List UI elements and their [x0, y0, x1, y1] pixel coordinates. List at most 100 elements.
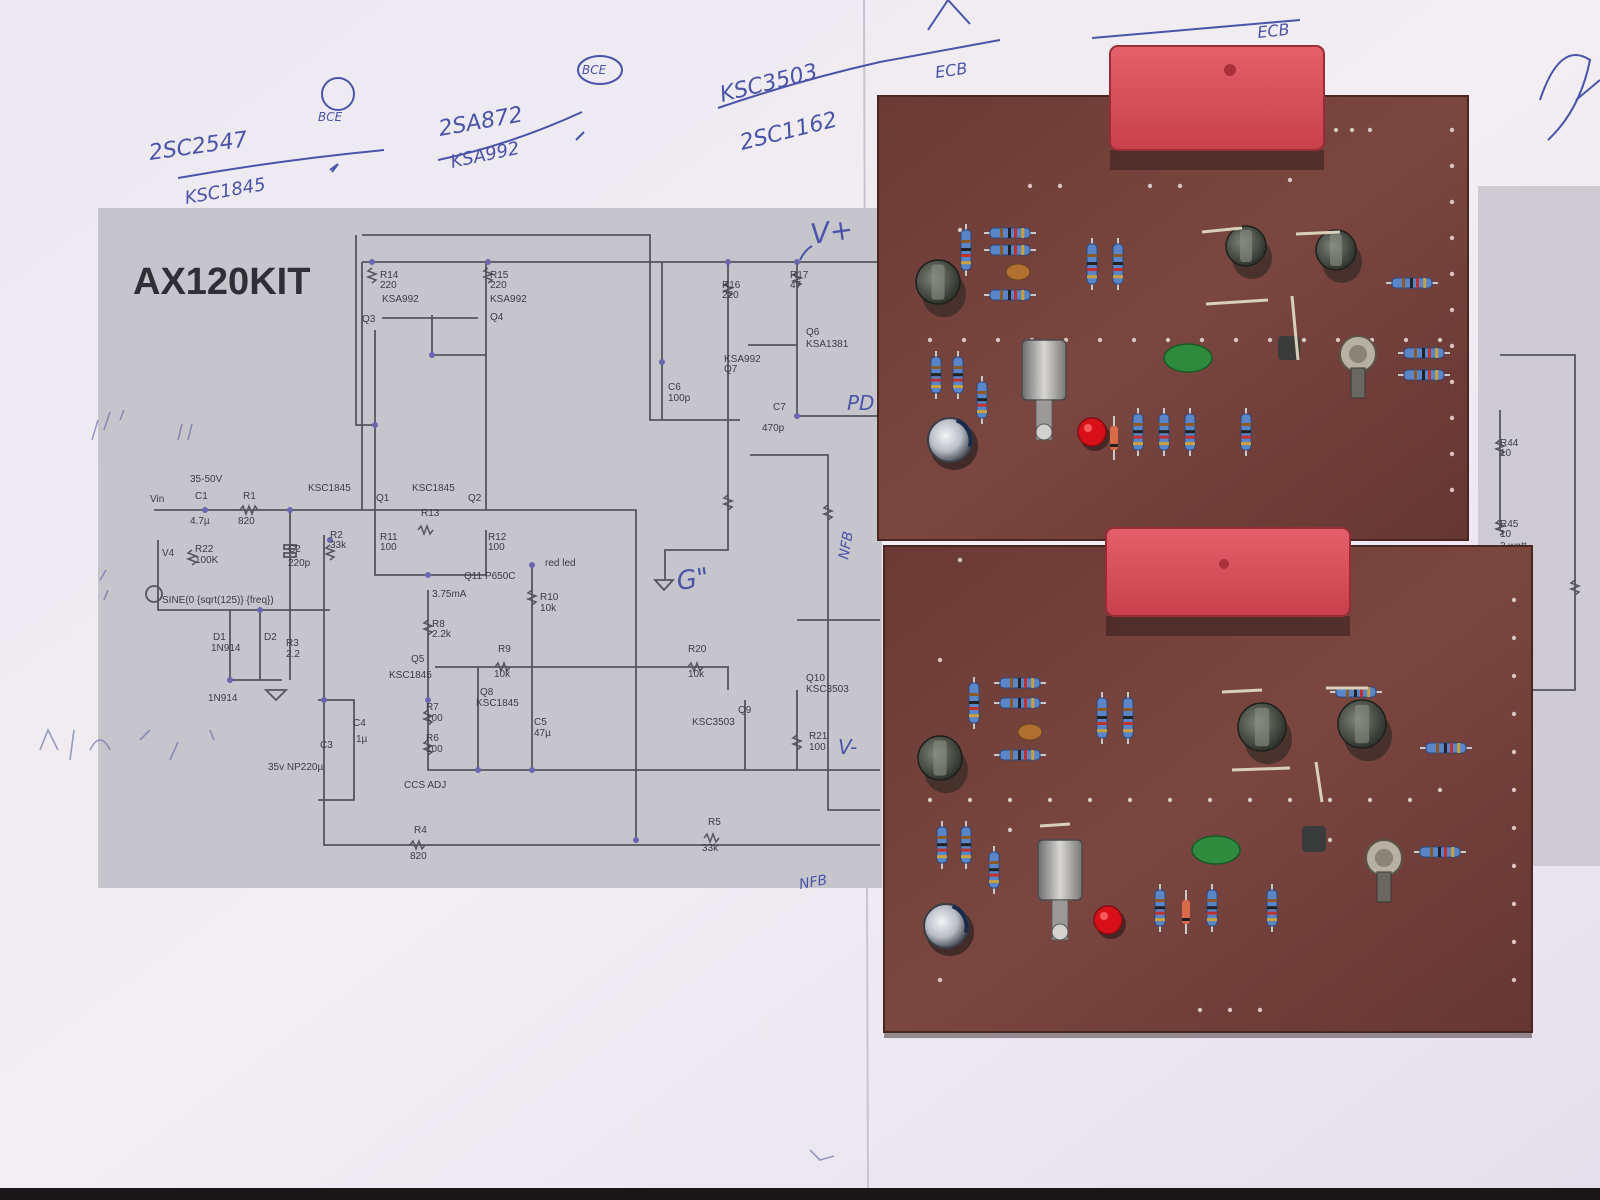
schematic-label-d1: D1 [213, 632, 226, 643]
resistor [984, 289, 1036, 301]
green-capacitor [1191, 835, 1241, 865]
diode [1182, 890, 1190, 934]
handwritten-note-n12: PD [847, 391, 874, 415]
resistor [936, 821, 948, 869]
schematic-label-ksc1845b: KSC1845 [412, 483, 455, 494]
pcb-hole [967, 797, 973, 803]
pcb-hole [1511, 863, 1517, 869]
pcb-hole [1449, 199, 1455, 205]
schematic-label-redled: red led [545, 558, 576, 569]
resistor [1158, 408, 1170, 456]
schematic-label-r10: R10 [540, 592, 559, 603]
pcb-hole [1127, 797, 1133, 803]
schematic-label-r10v: 10k [540, 603, 557, 614]
schematic-label-c4: C4 [353, 718, 366, 729]
schematic-label-r12v: 100 [488, 542, 505, 553]
schematic-label-c3: C3 [320, 740, 333, 751]
schematic-label-ksc3503q9: KSC3503 [692, 717, 735, 728]
pcb-hole [1449, 271, 1455, 277]
schematic-label-r17: R17 [790, 270, 809, 281]
schematic-label-ksa992b: KSA992 [490, 294, 527, 305]
schematic-label-ksa992q7: KSA992 [724, 354, 761, 365]
schematic-label-q4: Q4 [490, 312, 504, 323]
schematic-label-v35: 35-50V [190, 474, 223, 485]
schematic-resistors [185, 267, 1582, 852]
handwriting [177, 0, 1600, 261]
schematic-label-r9: R9 [498, 644, 511, 655]
pcb-hole [1449, 163, 1455, 169]
resistor [952, 351, 964, 399]
pcb-hole [1367, 797, 1373, 803]
electrolytic-capacitor [927, 417, 978, 470]
schematic-label-d1n: 1N914 [211, 643, 241, 654]
pcb-hole [1511, 597, 1517, 603]
table-edge [0, 1188, 1600, 1200]
ceramic-capacitor [1017, 723, 1043, 741]
schematic-label-ksc1845q8: KSC1845 [476, 698, 519, 709]
schematic-label-r22v: 100K [195, 555, 219, 566]
pcb-hole [1233, 337, 1239, 343]
schematic-label-ksa1381: KSA1381 [806, 339, 849, 350]
pcb-hole [1227, 1007, 1233, 1013]
pcb-hole [1287, 797, 1293, 803]
schematic-label-r22: R22 [195, 544, 214, 555]
schematic-label-c3v: 35v NP220µ [268, 762, 323, 773]
pcb-hole [1449, 487, 1455, 493]
schematic-label-r9v: 10k [494, 669, 511, 680]
resistor [1398, 369, 1450, 381]
pcb-hole [927, 797, 933, 803]
pcb-hole [1511, 825, 1517, 831]
schematic-label-c6v: 100p [668, 393, 691, 404]
schematic-label-c1v: 4.7µ [190, 516, 210, 527]
film-capacitor-bottom [1105, 527, 1351, 636]
schematic-label-r11: R11 [380, 532, 398, 543]
pcb-hole [1207, 797, 1213, 803]
schematic-label-r17v: 47 [790, 280, 802, 291]
wire-jumper [1201, 226, 1243, 234]
pcb-hole [1449, 379, 1455, 385]
schematic-label-r20v: 10k [688, 669, 705, 680]
pcb-hole [1511, 939, 1517, 945]
resistor [994, 677, 1046, 689]
wire-jumper [1295, 230, 1341, 236]
red-led [1093, 905, 1126, 939]
schematic-label-r4v: 820 [410, 851, 427, 862]
schematic-label-q8: Q8 [480, 687, 494, 698]
transistor-to92 [1315, 229, 1362, 283]
wire-jumper [1205, 298, 1269, 306]
wire-jumper [1231, 766, 1291, 772]
pcb-hole [1197, 1007, 1203, 1013]
schematic-label-d2: D2 [264, 632, 277, 643]
schematic-label-r44: R44 [1500, 438, 1519, 449]
resistor [1240, 408, 1252, 456]
pcb-hole [1199, 337, 1205, 343]
schematic-label-r44v: 10 [1500, 448, 1512, 459]
pcb-hole [1511, 977, 1517, 983]
film-capacitor-top [1109, 45, 1325, 170]
pcb-hole [1057, 183, 1063, 189]
ceramic-capacitor [1005, 263, 1031, 281]
pcb-hole [1367, 127, 1373, 133]
pcb-hole [1349, 127, 1355, 133]
schematic-label-r21v: 100 [809, 742, 826, 753]
pcb-hole [1097, 337, 1103, 343]
power-transistor-stud [1339, 335, 1377, 399]
schematic-label-c2v: 220p [288, 558, 311, 569]
resistor [1398, 347, 1450, 359]
resistor [1420, 742, 1472, 754]
resistor [988, 846, 1000, 894]
schematic-label-q2: Q2 [468, 493, 482, 504]
schematic-label-q5: Q5 [411, 654, 425, 665]
schematic-label-sine: SINE(0 {sqrt(125)} {freq}) [162, 595, 274, 606]
resistor [1154, 884, 1166, 932]
schematic-nodes [202, 259, 800, 843]
pcb-hole [1449, 415, 1455, 421]
schematic-label-r3v: 2.2 [286, 649, 300, 660]
schematic-label-q11: Q11 P650C [464, 571, 516, 582]
power-transistor-stud [1365, 839, 1403, 903]
handwritten-note-n11: V+ [808, 212, 855, 251]
pcb-hole [1327, 837, 1333, 843]
schematic-label-r2v: 33k [330, 540, 347, 551]
pcb-hole [1407, 797, 1413, 803]
pcb-hole [961, 337, 967, 343]
